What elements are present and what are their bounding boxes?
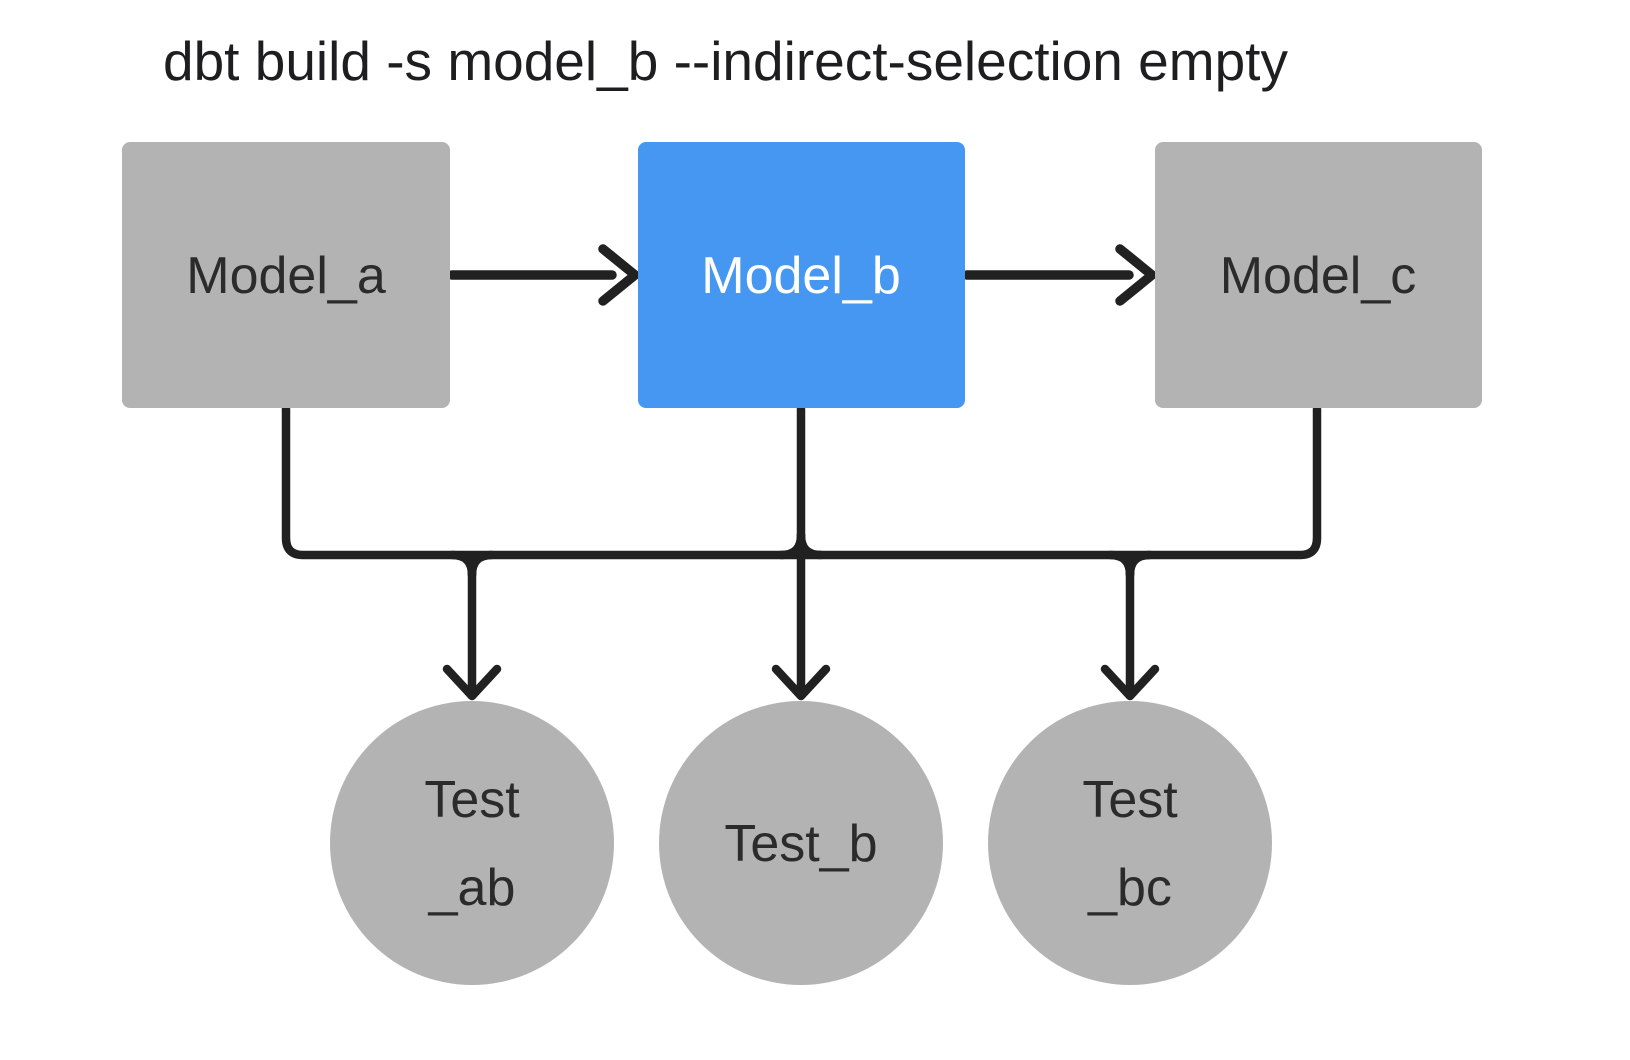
node-model-c-label: Model_c <box>1220 247 1417 305</box>
node-model-b-shape <box>638 142 965 408</box>
command-title: dbt build -s model_b --indirect-selectio… <box>163 30 1288 92</box>
node-test-b-shape <box>659 701 943 985</box>
node-test-ab-label-line2: _ab <box>428 859 516 917</box>
edge-model-b-model-c <box>962 244 1157 306</box>
arrowhead-test-b-icon <box>771 664 831 701</box>
node-test-ab-shape <box>330 701 614 985</box>
node-model-c-shape <box>1155 142 1482 408</box>
node-test-bc: Test _bc <box>988 701 1272 985</box>
arrowhead-test-ab-icon <box>442 664 502 701</box>
edge-model-a-model-b <box>447 244 640 306</box>
node-model-b: Model_b <box>638 142 965 408</box>
node-test-b: Test_b <box>659 701 943 985</box>
node-model-a-label: Model_a <box>186 247 386 305</box>
model-b-junction-fillet-right <box>796 530 826 560</box>
node-test-bc-label-line1: Test <box>1082 771 1178 829</box>
node-model-c: Model_c <box>1155 142 1482 408</box>
arrowhead-model-c-icon <box>1115 244 1157 306</box>
test-ab-junction-fillet-right <box>467 550 497 580</box>
node-test-bc-label-line2: _bc <box>1087 859 1172 917</box>
node-model-b-label: Model_b <box>701 247 900 305</box>
arrowhead-model-b-icon <box>598 244 640 306</box>
node-test-b-label: Test_b <box>724 815 877 873</box>
edges-models-to-tests <box>281 404 1322 701</box>
test-bc-junction-fillet-right <box>1125 550 1155 580</box>
node-model-a-shape <box>122 142 450 408</box>
node-test-bc-shape <box>988 701 1272 985</box>
node-test-ab-label-line1: Test <box>424 771 520 829</box>
node-model-a: Model_a <box>122 142 450 408</box>
node-test-ab: Test _ab <box>330 701 614 985</box>
arrowhead-test-bc-icon <box>1100 664 1160 701</box>
